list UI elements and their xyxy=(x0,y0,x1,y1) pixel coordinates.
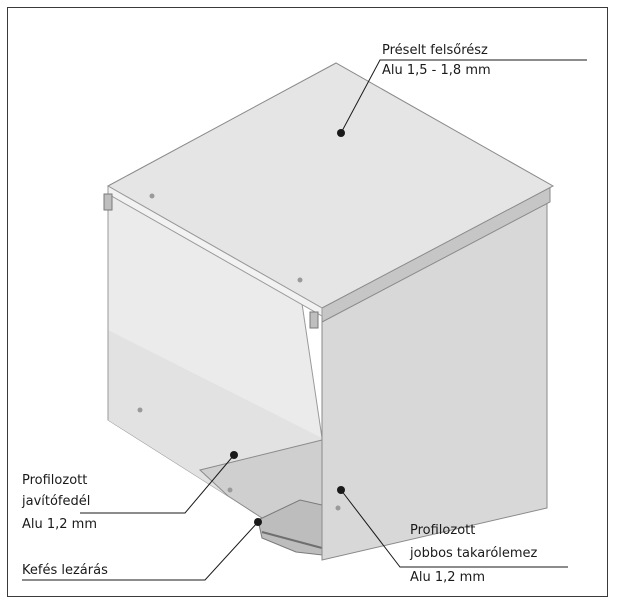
label-top-line1: Préselt felsőrész xyxy=(382,43,488,58)
label-right-line1: Profilozott xyxy=(410,523,476,538)
screw-icon xyxy=(149,193,155,199)
leader-brush xyxy=(22,521,259,581)
brush-strip xyxy=(261,531,323,549)
leader-dot-brush xyxy=(254,518,262,526)
label-brush-line1: Kefés lezárás xyxy=(22,563,108,578)
right-clip xyxy=(309,311,319,329)
leader-dot-top xyxy=(337,129,345,137)
label-left-line2: javítófedél xyxy=(22,494,91,509)
leader-top xyxy=(340,59,587,134)
leader-lines xyxy=(22,59,587,581)
screw-icon xyxy=(335,505,341,511)
label-left-line3: Alu 1,2 mm xyxy=(22,517,98,532)
label-left-line1: Profilozott xyxy=(22,473,88,488)
label-right-line2: jobbos takarólemez xyxy=(410,546,538,561)
label-top-line2: Alu 1,5 - 1,8 mm xyxy=(382,63,491,78)
leader-left xyxy=(80,454,235,514)
screw-icon xyxy=(137,407,143,413)
leader-right xyxy=(340,489,568,568)
leader-dot-right xyxy=(337,486,345,494)
screw-icon xyxy=(297,277,303,283)
leader-dot-left xyxy=(230,451,238,459)
left-clip xyxy=(103,193,113,211)
top-panel-front-lip xyxy=(107,185,323,317)
screw-icon xyxy=(227,487,233,493)
label-right-line3: Alu 1,2 mm xyxy=(410,570,486,585)
